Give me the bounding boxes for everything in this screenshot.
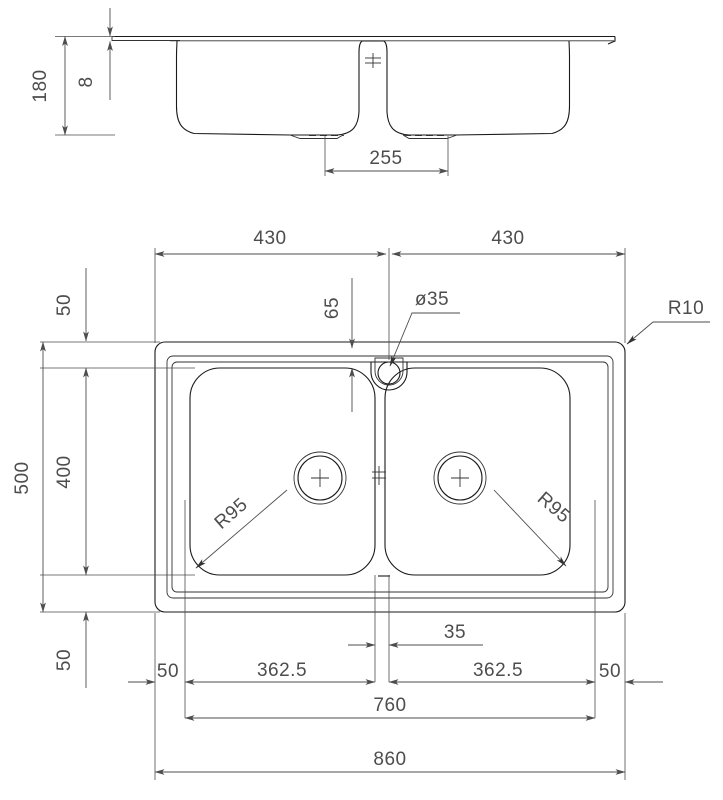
left-bowl-section-left-wall xyxy=(175,40,291,136)
dimension-362-left-label: 362.5 xyxy=(257,660,307,681)
dimension-35: 35 xyxy=(348,622,483,648)
dimension-500-label: 500 xyxy=(12,461,33,494)
faucet-hole-circle xyxy=(377,361,401,385)
sink-outer-outline xyxy=(154,341,626,613)
faucet-boss-outline xyxy=(370,361,408,391)
dimension-760: 760 xyxy=(184,695,596,721)
dimension-50-bottom: 50 xyxy=(54,611,89,688)
right-bowl-section-left-wall xyxy=(383,40,455,136)
dimension-255-label: 255 xyxy=(369,148,402,169)
dimension-180: 180 xyxy=(30,36,115,136)
dimension-255: 255 xyxy=(324,136,449,176)
dimension-400: 400 xyxy=(40,367,195,576)
left-bowl-section-right-wall xyxy=(290,40,363,136)
dimension-r10-label: R10 xyxy=(668,298,704,319)
sink-recess-frame-outer xyxy=(166,355,614,599)
dimension-35-label: 35 xyxy=(444,622,466,643)
section-view-group: 180 8 255 xyxy=(30,8,616,176)
dimension-430-left: 430 xyxy=(154,228,387,343)
dimension-50-top-label: 50 xyxy=(54,294,75,316)
dimension-362-right-label: 362.5 xyxy=(473,660,523,681)
right-bowl-section-right-wall xyxy=(454,40,571,136)
right-drain xyxy=(433,451,487,505)
dimension-400-label: 400 xyxy=(54,455,75,488)
dimension-r10: R10 xyxy=(626,298,710,345)
dimension-50-left-label: 50 xyxy=(157,661,179,682)
dimension-8: 8 xyxy=(76,8,113,100)
section-break-symbol xyxy=(365,53,381,68)
left-bowl-outline xyxy=(189,367,376,576)
dimension-dia35-label: ø35 xyxy=(415,289,449,310)
dimension-50-left: 50 xyxy=(128,661,179,685)
rim-right-end xyxy=(607,36,616,45)
dimension-430-right-label: 430 xyxy=(491,228,524,249)
dimension-500: 500 xyxy=(12,341,160,613)
dimension-50-bottom-label: 50 xyxy=(54,649,75,671)
plan-break-symbol xyxy=(372,466,386,485)
dimension-362-right: 362.5 xyxy=(388,660,596,685)
dimension-50-right-label: 50 xyxy=(599,661,621,682)
dimension-8-label: 8 xyxy=(76,76,97,87)
dimension-860-label: 860 xyxy=(373,749,406,770)
dimension-65-label: 65 xyxy=(322,297,343,319)
dimension-430-left-label: 430 xyxy=(253,228,286,249)
faucet-boss-inner xyxy=(374,357,404,386)
dimension-860: 860 xyxy=(154,749,626,775)
right-bowl-base-step xyxy=(402,134,458,139)
dimension-362-left: 362.5 xyxy=(184,660,376,685)
dimension-180-label: 180 xyxy=(30,69,51,102)
dimension-50-top: 50 xyxy=(40,268,160,343)
left-drain xyxy=(293,451,347,505)
dimension-65: 65 xyxy=(322,278,355,412)
left-bowl-base-step xyxy=(289,134,344,139)
dimension-430-right: 430 xyxy=(391,228,626,343)
sink-recess-frame-inner xyxy=(171,361,609,593)
right-bowl-outline xyxy=(384,367,571,576)
dimension-50-right: 50 xyxy=(599,661,663,685)
dimension-dia35: ø35 xyxy=(389,289,460,367)
dimension-760-label: 760 xyxy=(373,695,406,716)
rim-left-return xyxy=(111,36,180,41)
